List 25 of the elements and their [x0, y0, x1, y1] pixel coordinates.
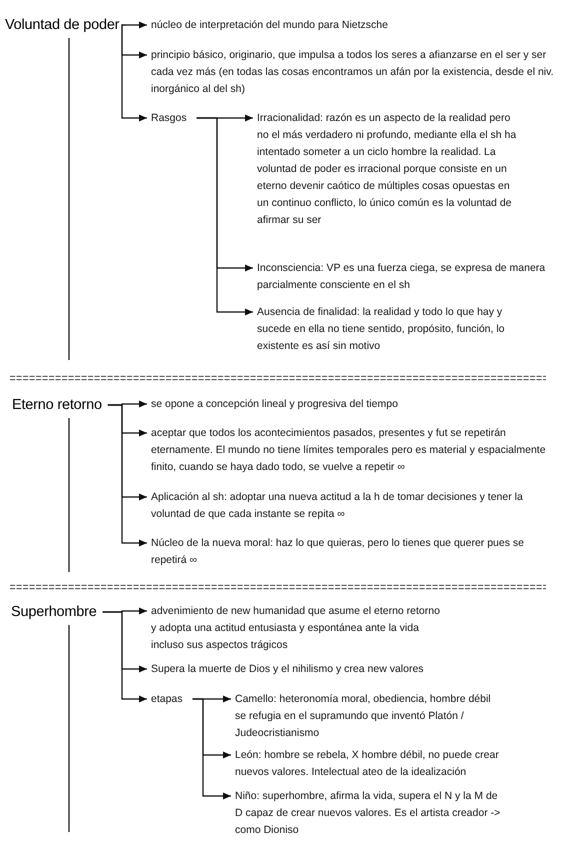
- note-text: Supera la muerte de Dios y el nihilismo y crea new valores: [147, 660, 424, 678]
- section-heading: Superhombre: [11, 602, 103, 622]
- arrow: [102, 611, 147, 702]
- arrow: [196, 117, 253, 316]
- arrow: [121, 24, 147, 122]
- note-text: Núcleo de la nueva moral: haz lo que quieras, pero lo tienes que querer pues se repetirá ∞: [147, 534, 561, 568]
- note-text: se opone a concepción lineal y progresiva del tiempo: [147, 396, 398, 412]
- branch-label: Rasgos: [147, 110, 197, 126]
- note-text: Inconsciencia: VP es una fuerza ciega, se expresa de manera parcialmente consciente en el sh: [253, 260, 561, 294]
- branch-label: etapas: [147, 690, 193, 708]
- note-text: advenimiento de new humanidad que asume el eterno retorno y adopta una actitud entusiasta y espontánea ante la vida incluso sus aspectos trágicos: [147, 602, 447, 654]
- arrow: [192, 698, 231, 800]
- note-text: Niño: superhombre, afirma la vida, supera el N y la M de D capaz de crear nuevos valores. Es el artista creador -> como Dioniso: [231, 788, 507, 838]
- note-text: León: hombre se rebela, X hombre débil, no puede crear nuevos valores. Intelectual ateo de la idealización: [231, 746, 507, 780]
- section-heading: Voluntad de poder: [5, 15, 126, 35]
- note-text: Camello: heteronomía moral, obediencia, hombre débil se refugia en el supramundo que inventó Platón / Judeocristianismo: [231, 690, 497, 742]
- note-text: Aplicación al sh: adoptar una nueva actitud a la h de tomar decisiones y tener la voluntad de que cada instante se repita ∞: [147, 488, 561, 522]
- arrow: [125, 22, 147, 28]
- arrow: [108, 404, 147, 546]
- note-text: aceptar que todos los acontecimientos pasados, presentes y fut se repetirán eternamente. El mundo no tiene límites temporales pero es material y espacialmente finito, cuando se haya dado todo, se vuelve a repetir ∞: [147, 424, 561, 476]
- section-heading: Eterno retorno: [12, 395, 108, 415]
- note-text: núcleo de interpretación del mundo para Nietzsche: [147, 16, 388, 34]
- note-text: Irracionalidad: razón es un aspecto de la realidad pero no el más verdadero ni profundo, mediante ella el sh ha intentado someter a un ciclo hombre la realidad. La voluntad de poder es irracional porque consiste en un eterno devenir caótico de múltiples cosas opuestas en un continuo conflicto, lo único común es la voluntad de afirmar su ser: [253, 110, 523, 228]
- note-text: Ausencia de finalidad: la realidad y todo lo que hay y sucede en ella no tiene sentido, propósito, función, lo existente es así sin motivo: [253, 304, 517, 354]
- note-text: principio básico, originario, que impulsa a todos los seres a afianzarse en el ser y ser cada vez más (en todas las cosas encontramos un afán por la existencia, desde el niv. inorgánico al del sh): [147, 46, 561, 98]
